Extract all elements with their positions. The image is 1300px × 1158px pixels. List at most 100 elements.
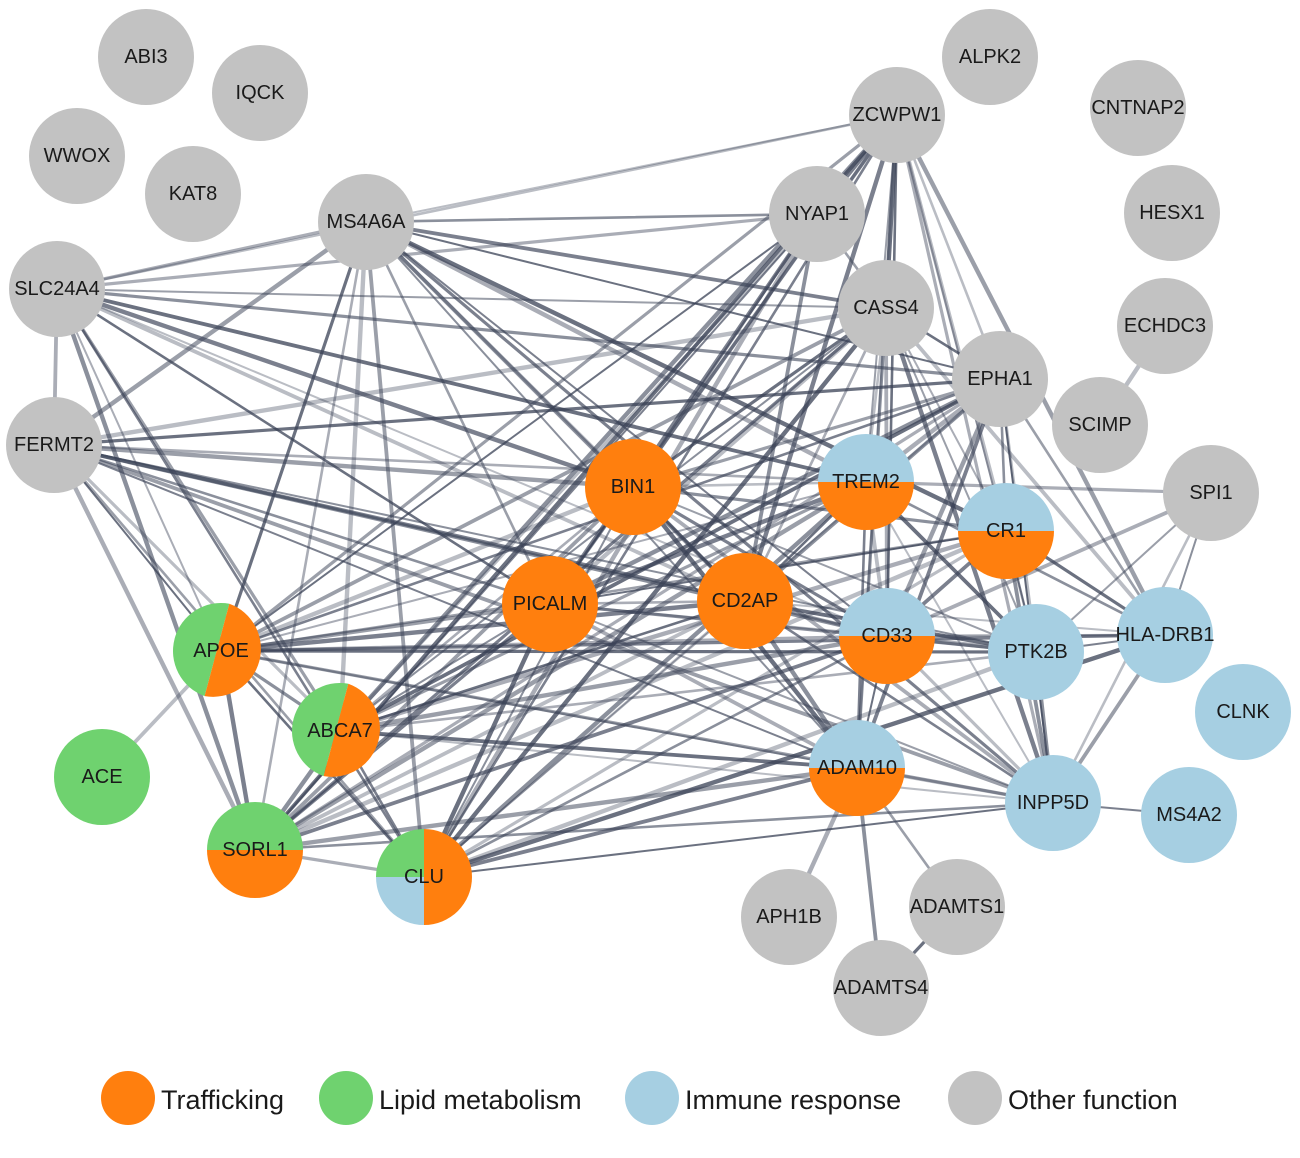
node-label: PTK2B	[1004, 641, 1067, 663]
node-adamts4[interactable]: ADAMTS4	[833, 940, 929, 1036]
node-fermt2[interactable]: FERMT2	[6, 397, 102, 493]
node-shape	[849, 67, 945, 163]
node-shape	[958, 483, 1054, 531]
node-shape	[958, 531, 1054, 579]
node-bin1[interactable]: BIN1	[585, 439, 681, 535]
edge-slc24a4-cass4	[56, 288, 887, 309]
node-cass4[interactable]: CASS4	[838, 260, 934, 356]
node-shape	[6, 397, 102, 493]
node-shape	[818, 482, 914, 530]
node-adam10[interactable]: ADAM10	[809, 720, 905, 816]
node-shape	[204, 603, 261, 697]
edge-fermt2-sorl1	[51, 442, 258, 853]
node-shape	[809, 768, 905, 816]
node-ms4a6a[interactable]: MS4A6A	[318, 174, 414, 270]
node-picalm[interactable]: PICALM	[502, 556, 598, 652]
node-aph1b[interactable]: APH1B	[741, 869, 837, 965]
node-label: ABCA7	[307, 720, 373, 742]
node-wwox[interactable]: WWOX	[29, 108, 125, 204]
node-clu[interactable]: CLU	[376, 829, 472, 925]
node-echdc3[interactable]: ECHDC3	[1117, 278, 1213, 374]
node-spi1[interactable]: SPI1	[1163, 445, 1259, 541]
edge-slc24a4-bin1	[54, 286, 636, 490]
node-shape	[1090, 60, 1186, 156]
node-apoe[interactable]: APOE	[173, 603, 261, 697]
node-iqck[interactable]: IQCK	[212, 45, 308, 141]
node-label: TREM2	[832, 471, 900, 493]
node-zcwpw1[interactable]: ZCWPW1	[849, 67, 945, 163]
node-label: SLC24A4	[14, 278, 100, 300]
legend-swatch	[948, 1071, 1002, 1125]
edge-epha1-adam10	[855, 377, 1002, 770]
node-cd33[interactable]: CD33	[839, 588, 935, 684]
node-label: APOE	[193, 640, 249, 662]
node-cntnap2[interactable]: CNTNAP2	[1090, 60, 1186, 156]
node-alpk2[interactable]: ALPK2	[942, 9, 1038, 105]
legend-label: Other function	[1008, 1085, 1178, 1115]
node-abi3[interactable]: ABI3	[98, 9, 194, 105]
node-shape	[838, 260, 934, 356]
edge-ms4a6a-inpp5d	[364, 220, 1055, 805]
node-shape	[376, 877, 424, 925]
edge-ms4a6a-zcwpw1	[365, 114, 898, 223]
node-shape	[1052, 377, 1148, 473]
node-cr1[interactable]: CR1	[958, 483, 1054, 579]
edge-slc24a4-cd2ap	[55, 287, 747, 603]
node-shape	[424, 829, 472, 925]
node-ms4a2[interactable]: MS4A2	[1141, 767, 1237, 863]
node-label: INPP5D	[1017, 792, 1089, 814]
node-label: SCIMP	[1068, 414, 1131, 436]
node-label: WWOX	[44, 145, 111, 167]
edge-epha1-abca7	[338, 377, 1002, 733]
edge-bin1-apoe	[218, 484, 636, 654]
edge-cass4-adam10	[855, 306, 888, 770]
edge-slc24a4-apoe	[56, 288, 222, 652]
edge-fermt2-bin1	[51, 442, 636, 490]
edge-abca7-inpp5d	[339, 730, 1054, 804]
node-label: ACE	[81, 766, 122, 788]
edge-trem2-inpp5d	[865, 481, 1054, 804]
node-label: ZCWPW1	[853, 104, 942, 126]
node-inpp5d[interactable]: INPP5D	[1005, 755, 1101, 851]
node-label: ADAMTS4	[834, 977, 928, 999]
edge-zcwpw1-inpp5d	[895, 113, 1055, 805]
node-ace[interactable]: ACE	[54, 729, 150, 825]
node-label: APH1B	[756, 906, 822, 928]
node-kat8[interactable]: KAT8	[145, 146, 241, 242]
legend-swatch	[319, 1071, 373, 1125]
edge-cass4-clu	[421, 305, 889, 880]
node-label: CR1	[986, 520, 1026, 542]
node-abca7[interactable]: ABCA7	[292, 683, 380, 777]
node-hla-drb1[interactable]: HLA-DRB1	[1116, 587, 1215, 683]
node-hesx1[interactable]: HESX1	[1124, 165, 1220, 261]
edge-clu-adam10	[422, 766, 859, 879]
edge-cd2ap-apoe	[218, 598, 748, 654]
edge-slc24a4-picalm	[55, 287, 552, 606]
node-clnk[interactable]: CLNK	[1195, 664, 1291, 760]
node-label: SORL1	[222, 839, 288, 861]
node-scimp[interactable]: SCIMP	[1052, 377, 1148, 473]
edge-slc24a4-clu	[55, 287, 426, 879]
edge-fermt2-picalm	[52, 443, 552, 606]
node-label: EPHA1	[967, 368, 1033, 390]
node-nyap1[interactable]: NYAP1	[769, 166, 865, 262]
node-adamts1[interactable]: ADAMTS1	[909, 859, 1005, 955]
node-cd2ap[interactable]: CD2AP	[697, 553, 793, 649]
node-ptk2b[interactable]: PTK2B	[988, 604, 1084, 700]
node-sorl1[interactable]: SORL1	[207, 802, 303, 898]
node-shape	[809, 720, 905, 768]
node-label: ECHDC3	[1124, 315, 1206, 337]
node-shape	[741, 869, 837, 965]
node-shape	[1117, 278, 1213, 374]
node-slc24a4[interactable]: SLC24A4	[9, 241, 105, 337]
edge-cr1-sorl1	[252, 528, 1009, 853]
node-shape	[318, 174, 414, 270]
edge-cass4-apoe	[219, 306, 888, 653]
node-trem2[interactable]: TREM2	[818, 434, 914, 530]
node-shape	[909, 859, 1005, 955]
edge-ms4a6a-slc24a4	[55, 220, 368, 291]
edge-cass4-hla-drb1	[884, 306, 1167, 637]
legend-label: Trafficking	[161, 1085, 284, 1115]
node-epha1[interactable]: EPHA1	[952, 331, 1048, 427]
